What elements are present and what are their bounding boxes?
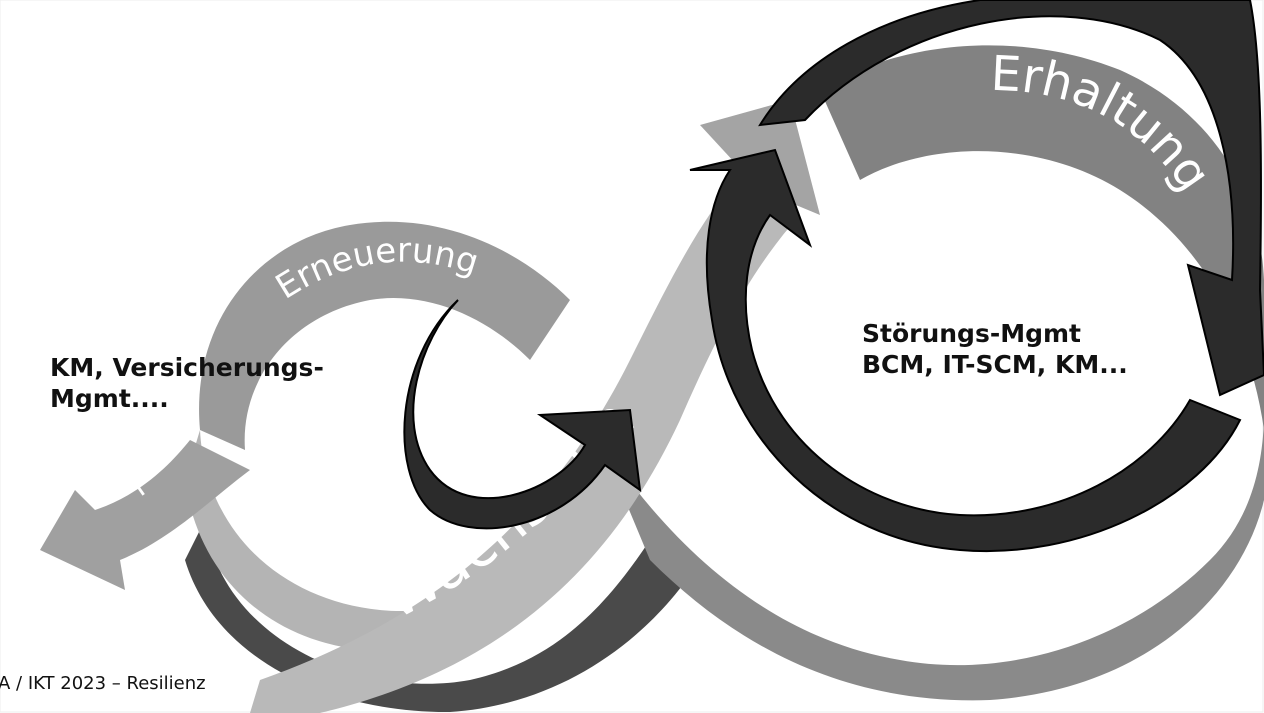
footer-text: A / IKT 2023 – Resilienz (0, 673, 206, 694)
note-right-line-1: Störungs-Mgmt (862, 319, 1081, 348)
note-right-line-2: BCM, IT-SCM, KM... (862, 350, 1128, 379)
dark-arrows (403, 0, 1264, 553)
small-curved-arrow (403, 299, 642, 530)
ribbon-erhaltung-band (820, 45, 1264, 430)
ribbon-wachstum-band (250, 175, 800, 713)
ribbon (40, 45, 1264, 713)
note-left-line-1: KM, Versicherungs- (50, 353, 324, 382)
note-right: Störungs-Mgmt BCM, IT-SCM, KM... (862, 318, 1128, 380)
label-zerstoerung: Zerstörung (848, 579, 1060, 643)
note-left: KM, Versicherungs- Mgmt.... (50, 352, 324, 414)
big-arrow-upper-arc (758, 0, 1264, 397)
ribbon-tail-arrow (40, 440, 250, 590)
big-arrow-lower-arc (689, 148, 1242, 553)
ribbon-zerstoerung-band (600, 420, 1264, 701)
note-left-line-2: Mgmt.... (50, 384, 169, 413)
ribbon-erneuerung-band (199, 221, 571, 450)
